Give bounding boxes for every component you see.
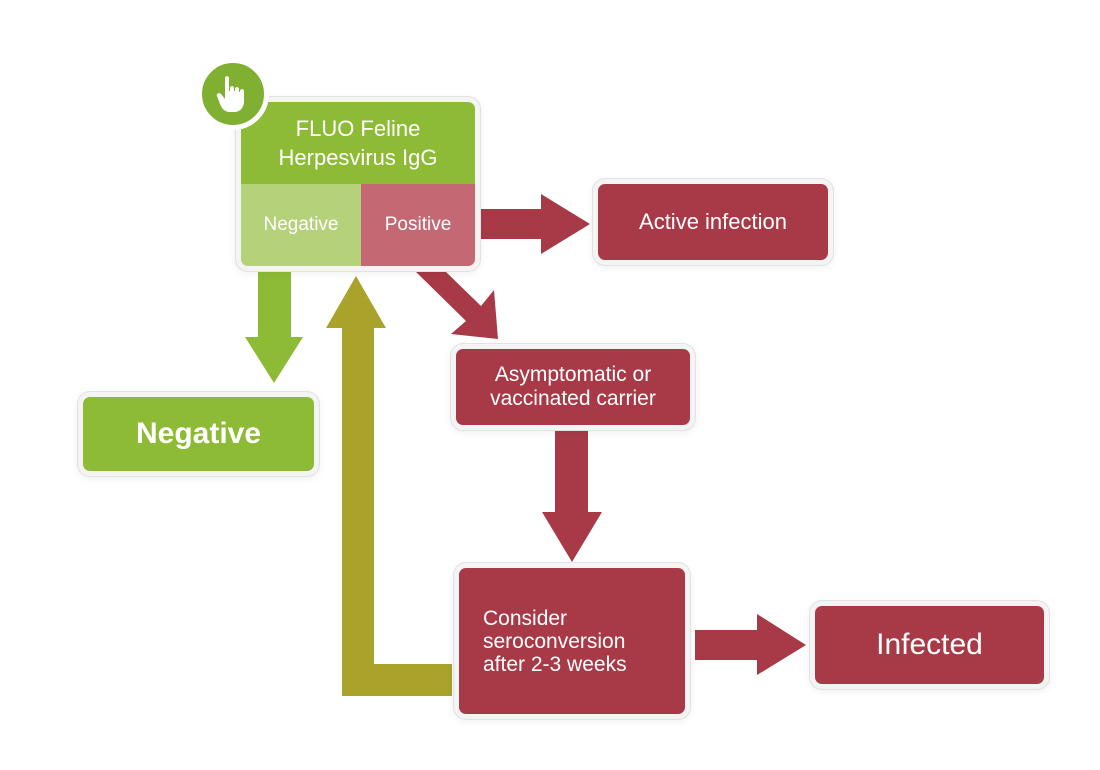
infected-box: Infected [815,606,1044,684]
arrow-to-carrier [414,270,498,339]
negative-result-box: Negative [83,397,314,471]
pointing-hand-icon [197,58,269,130]
carrier-label: Asymptomatic or vaccinated carrier [490,363,656,410]
arrow-to-negative [245,270,303,383]
test-negative-result: Negative [241,184,361,266]
consider-label: Consider seroconversion after 2-3 weeks [483,606,627,676]
test-card: FLUO Feline Herpesvirus IgG Negative Pos… [241,102,475,266]
arrow-to-active-infection [479,194,590,254]
test-title: FLUO Feline Herpesvirus IgG [241,102,475,184]
consider-seroconversion-box: Consider seroconversion after 2-3 weeks [459,568,685,714]
arrow-to-consider [542,427,602,562]
arrow-return-to-test [326,276,452,696]
carrier-box: Asymptomatic or vaccinated carrier [456,349,690,425]
arrow-to-infected [695,614,806,675]
test-positive-result: Positive [361,184,475,266]
active-infection-box: Active infection [598,184,828,260]
